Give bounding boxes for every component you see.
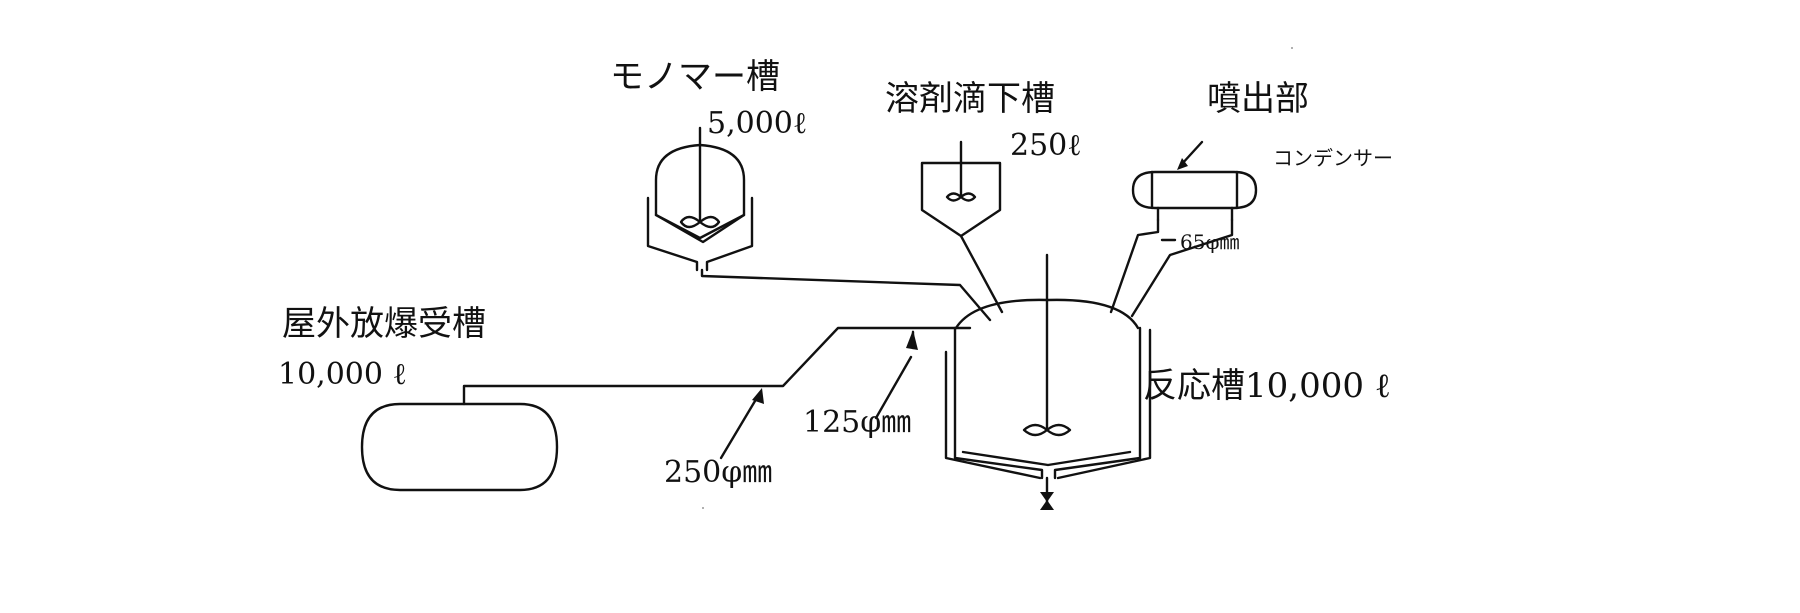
solvent-tank-label: 溶剤滴下槽	[885, 79, 1055, 119]
solvent-tank-capacity: 250ℓ	[1010, 128, 1082, 163]
condenser-label: コンデンサー	[1273, 146, 1393, 170]
monomer-tank-label: モノマー槽	[610, 57, 780, 97]
condenser-pipe-label: 65φ㎜	[1180, 230, 1239, 254]
solvent-tank-vessel	[920, 161, 1002, 238]
monomer-tank	[646, 126, 754, 272]
monomer-agitator-icon	[679, 215, 721, 229]
nozzle-label: 噴出部	[1207, 79, 1309, 119]
nozzle-pointer-arrow	[1179, 140, 1204, 167]
reactor-inner-left	[953, 326, 1044, 480]
condenser-body	[1131, 170, 1258, 210]
solvent-drop-tank	[920, 140, 1002, 238]
condenser	[1131, 140, 1258, 222]
reactor-inner-right	[1053, 326, 1142, 480]
relief-pipe	[462, 326, 972, 406]
condenser-return-pipe	[1109, 218, 1160, 314]
blowdown-tank-vessel	[360, 402, 559, 492]
blowdown-tank-capacity: 10,000 ℓ	[278, 357, 407, 392]
pipe-250-label: 250φ㎜	[664, 455, 772, 490]
drain-valve-icon	[1040, 492, 1054, 502]
blowdown-tank-label: 屋外放爆受槽	[282, 304, 486, 344]
blowdown-tank	[360, 402, 559, 492]
pipe-125-label: 125φ㎜	[803, 405, 911, 440]
pipe-250-pointer	[719, 394, 760, 460]
reactor-agitator-icon	[1022, 423, 1072, 437]
monomer-tank-jacket-right	[705, 196, 754, 272]
pipe-125-pointer	[874, 355, 913, 420]
reactor-label: 反応槽	[1143, 366, 1245, 406]
reactor-jacket-left	[944, 350, 1042, 480]
reactor-capacity: 10,000 ℓ	[1245, 366, 1391, 406]
condenser-vapor-pipe	[1130, 218, 1234, 318]
monomer-tank-jacket-left	[646, 196, 699, 272]
solvent-feed-pipe	[959, 234, 1004, 314]
monomer-feed-pipe	[700, 268, 992, 322]
reactor	[944, 253, 1152, 510]
solvent-agitator-icon	[945, 192, 977, 202]
reactor-jacket-right	[1056, 328, 1152, 480]
monomer-tank-capacity: 5,000ℓ	[707, 106, 807, 141]
